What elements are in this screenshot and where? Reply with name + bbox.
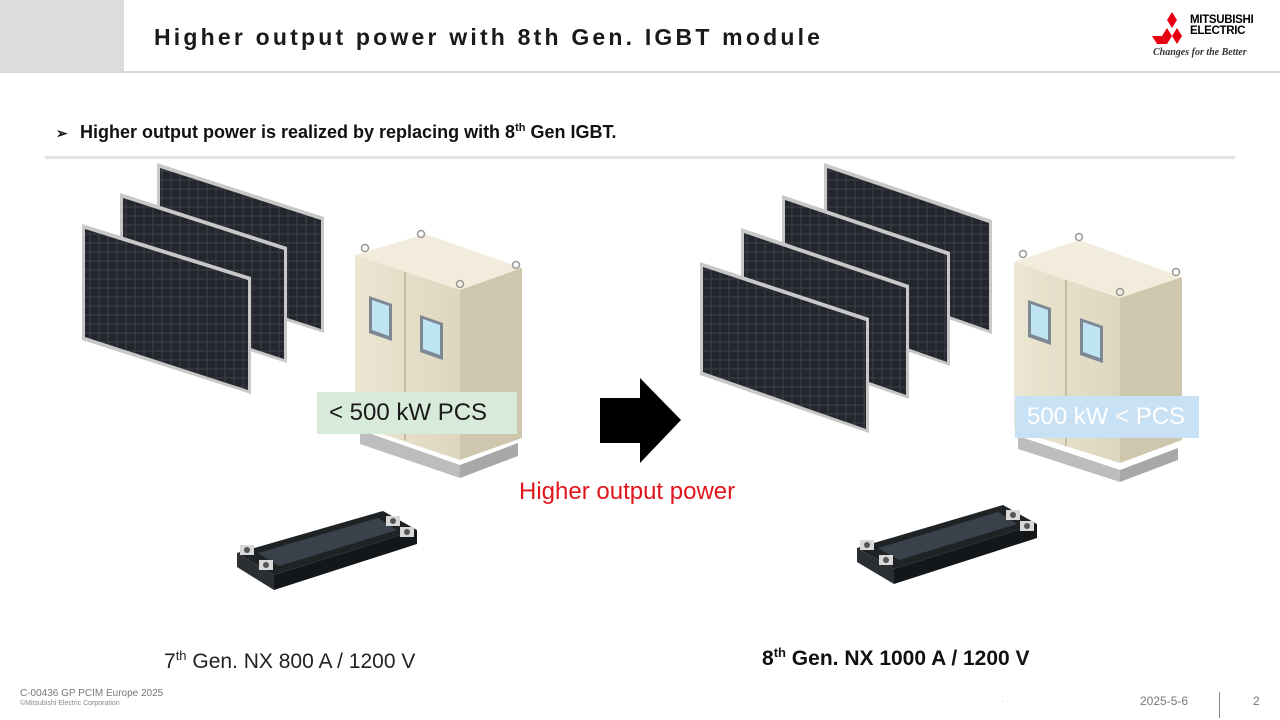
solar-panel-icon <box>82 224 251 394</box>
logo-tagline: Changes for the Better <box>1153 47 1247 58</box>
caption-right-sup: th <box>773 645 786 660</box>
solar-panel-icon <box>700 262 869 433</box>
higher-output-label: Higher output power <box>519 478 736 505</box>
caption-left-sup: th <box>175 648 187 663</box>
logo-wordmark: MITSUBISHI ELECTRIC <box>1190 14 1254 37</box>
footer-date: 2025-5-6 <box>1140 694 1189 708</box>
footer-divider <box>1219 692 1220 718</box>
slide-title: Higher output power with 8th Gen. IGBT m… <box>154 24 824 50</box>
logo-line1: MITSUBISHI <box>1190 14 1254 26</box>
igbt-module-icon <box>857 505 1037 584</box>
mitsubishi-logo-icon <box>1152 12 1182 44</box>
footer-code: C-00436 GP PCIM Europe 2025 <box>20 688 164 699</box>
logo-line2: ELECTRIC <box>1190 25 1246 37</box>
bullet-text-after: Gen IGBT. <box>525 122 617 142</box>
footer-marker: · <box>1001 697 1004 706</box>
bullet-text-before: Higher output power is realized by repla… <box>80 122 516 142</box>
pcs-cabinet-icon <box>355 229 522 478</box>
pcs-label-right: 500 kW < PCS <box>1015 396 1199 438</box>
pcs-cabinet-icon <box>1014 232 1182 482</box>
bullet-sup: th <box>515 122 526 134</box>
header-divider <box>0 71 1280 73</box>
caption-8th-gen: 8th Gen. NX 1000 A / 1200 V <box>762 645 1030 671</box>
arrow-bullet-icon: ➢ <box>56 125 68 141</box>
content-separator <box>45 156 1235 159</box>
header-accent-block <box>0 0 124 72</box>
caption-right-pre: 8 <box>762 647 774 670</box>
igbt-module-icon <box>237 511 417 590</box>
caption-left-pre: 7 <box>164 650 176 673</box>
pcs-label-left: < 500 kW PCS <box>317 392 517 434</box>
bullet-point: ➢ Higher output power is realized by repl… <box>56 122 616 143</box>
right-arrow-icon <box>600 378 681 463</box>
footer-copyright: ©Mitsubishi Electric Corporation <box>20 700 120 707</box>
caption-7th-gen: 7th Gen. NX 800 A / 1200 V <box>164 648 415 674</box>
caption-right-post: Gen. NX 1000 A / 1200 V <box>785 647 1030 670</box>
caption-left-post: Gen. NX 800 A / 1200 V <box>186 650 416 673</box>
page-number: 2 <box>1253 694 1260 708</box>
